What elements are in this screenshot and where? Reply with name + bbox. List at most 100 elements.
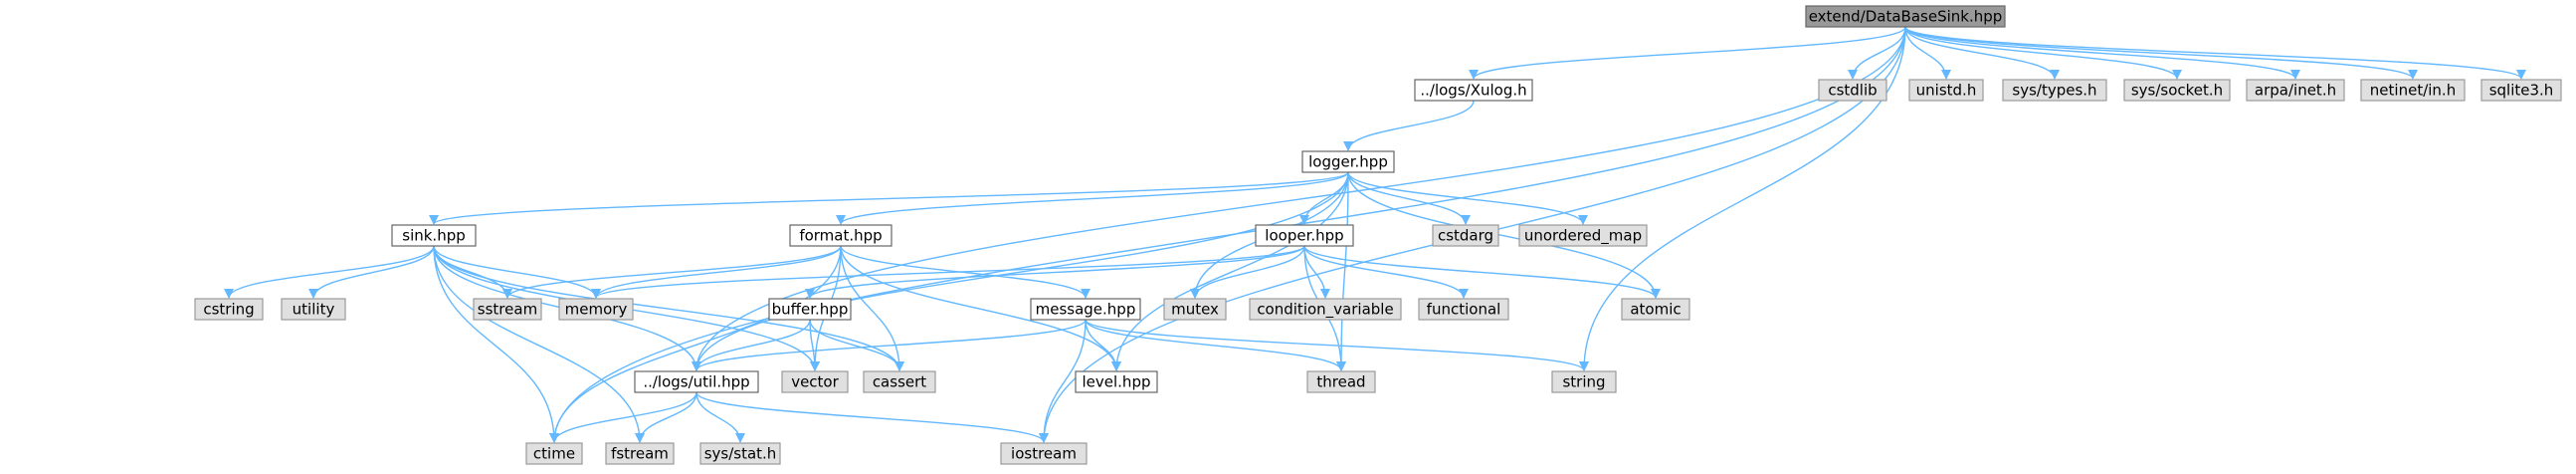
node-cstdarg: cstdarg (1432, 224, 1499, 247)
node-root[interactable]: extend/DataBaseSink.hpp (1805, 5, 2006, 28)
node-util-label: ../logs/util.hpp (643, 373, 749, 391)
node-looper-label: looper.hpp (1265, 227, 1343, 245)
node-vector-box (781, 370, 849, 393)
edge-buffer-to-cassert (809, 319, 904, 371)
node-logger-label: logger.hpp (1308, 153, 1388, 171)
edge-logger-to-thread (1336, 171, 1349, 371)
node-iostream: iostream (1000, 442, 1088, 465)
edge-logger-to-unordered_map (1347, 171, 1588, 225)
edge-root-to-arpainet (1904, 26, 2300, 80)
node-utility-box (281, 298, 346, 321)
node-util-box (634, 370, 759, 393)
node-syssocket-label: sys/socket.h (2131, 82, 2223, 100)
node-sink-box (391, 224, 477, 247)
node-string: string (1551, 370, 1617, 393)
node-iostream-box (1000, 442, 1088, 465)
edge-root-to-netinet (1904, 26, 2418, 80)
edge-root-to-xulog (1469, 26, 1906, 80)
node-message-label: message.hpp (1036, 301, 1136, 319)
node-mutex-label: mutex (1171, 301, 1219, 319)
edge-util-to-sysstat (695, 391, 745, 443)
edge-util-to-fstream (635, 391, 697, 443)
node-condvar: condition_variable (1249, 298, 1402, 321)
node-iostream-label: iostream (1011, 445, 1077, 463)
node-format[interactable]: format.hpp (789, 224, 892, 247)
node-utility: utility (281, 298, 346, 321)
node-buffer-label: buffer.hpp (772, 301, 849, 319)
node-thread-box (1306, 370, 1376, 393)
node-cstring: cstring (194, 298, 264, 321)
node-ctime: ctime (525, 442, 583, 465)
node-logger-box (1301, 150, 1395, 173)
node-xulog-label: ../logs/Xulog.h (1420, 82, 1526, 100)
node-xulog-box (1414, 79, 1533, 102)
edge-logger-to-format (836, 171, 1349, 225)
edge-message-to-util (692, 319, 1087, 371)
node-looper[interactable]: looper.hpp (1255, 224, 1354, 247)
node-util[interactable]: ../logs/util.hpp (634, 370, 759, 393)
node-logger[interactable]: logger.hpp (1301, 150, 1395, 173)
edge-util-to-iostream (695, 391, 1049, 443)
node-syssocket: sys/socket.h (2123, 79, 2231, 102)
node-thread-label: thread (1316, 373, 1365, 391)
edge-logger-to-sink (429, 171, 1349, 225)
node-arpainet-box (2246, 79, 2345, 102)
node-sink[interactable]: sink.hpp (391, 224, 477, 247)
edge-looper-to-buffer (805, 245, 1305, 299)
edge-sink-to-fstream (433, 245, 645, 443)
node-mutex: mutex (1163, 298, 1227, 321)
node-cstdlib-box (1818, 79, 1887, 102)
node-ctime-label: ctime (533, 445, 575, 463)
node-looper-box (1255, 224, 1354, 247)
node-sink-label: sink.hpp (402, 227, 466, 245)
edge-sink-to-memory (433, 245, 601, 299)
edge-buffer-to-vector (809, 319, 820, 371)
node-atomic-label: atomic (1630, 301, 1681, 319)
node-unistd-label: unistd.h (1916, 82, 1977, 100)
node-condvar-box (1249, 298, 1402, 321)
node-atomic: atomic (1621, 298, 1690, 321)
node-cstring-box (194, 298, 264, 321)
node-systypes: sys/types.h (2002, 79, 2107, 102)
node-string-box (1551, 370, 1617, 393)
edge-format-to-sstream (502, 245, 842, 299)
node-cassert-label: cassert (873, 373, 926, 391)
node-arpainet-label: arpa/inet.h (2255, 82, 2336, 100)
node-sysstat-label: sys/stat.h (704, 445, 777, 463)
edge-logger-to-util (692, 171, 1349, 371)
node-netinet-box (2360, 79, 2466, 102)
node-format-box (789, 224, 892, 247)
node-level[interactable]: level.hpp (1075, 370, 1158, 393)
node-memory: memory (558, 298, 634, 321)
node-sqlite3: sqlite3.h (2480, 79, 2562, 102)
node-cstdlib: cstdlib (1818, 79, 1887, 102)
edge-message-to-thread (1085, 319, 1346, 371)
node-netinet-label: netinet/in.h (2370, 82, 2456, 100)
node-message[interactable]: message.hpp (1030, 298, 1141, 321)
node-condvar-label: condition_variable (1257, 301, 1393, 320)
node-layer: extend/DataBaseSink.hpp ../logs/Xulog.h cs… (194, 5, 2562, 465)
edge-sink-to-cstring (224, 245, 435, 299)
node-unordered_map: unordered_map (1518, 224, 1648, 247)
edge-sink-to-ctime (433, 245, 559, 443)
node-sstream-label: sstream (478, 301, 537, 319)
node-root-label: extend/DataBaseSink.hpp (1809, 8, 2003, 26)
node-mutex-box (1163, 298, 1227, 321)
node-sstream: sstream (473, 298, 542, 321)
edge-root-to-cstdlib (1848, 26, 1906, 80)
edge-util-to-ctime (549, 391, 697, 443)
node-sstream-box (473, 298, 542, 321)
node-utility-label: utility (293, 301, 335, 319)
node-atomic-box (1621, 298, 1690, 321)
node-cstdlib-label: cstdlib (1828, 82, 1877, 100)
edge-sink-to-cassert (433, 245, 904, 371)
edge-message-to-string (1085, 319, 1589, 371)
node-unistd: unistd.h (1908, 79, 1984, 102)
node-xulog[interactable]: ../logs/Xulog.h (1414, 79, 1533, 102)
node-buffer[interactable]: buffer.hpp (768, 298, 852, 321)
edge-root-to-unistd (1904, 26, 1951, 80)
edge-root-to-sqlite3 (1904, 26, 2526, 80)
edge-message-to-level (1085, 319, 1121, 371)
